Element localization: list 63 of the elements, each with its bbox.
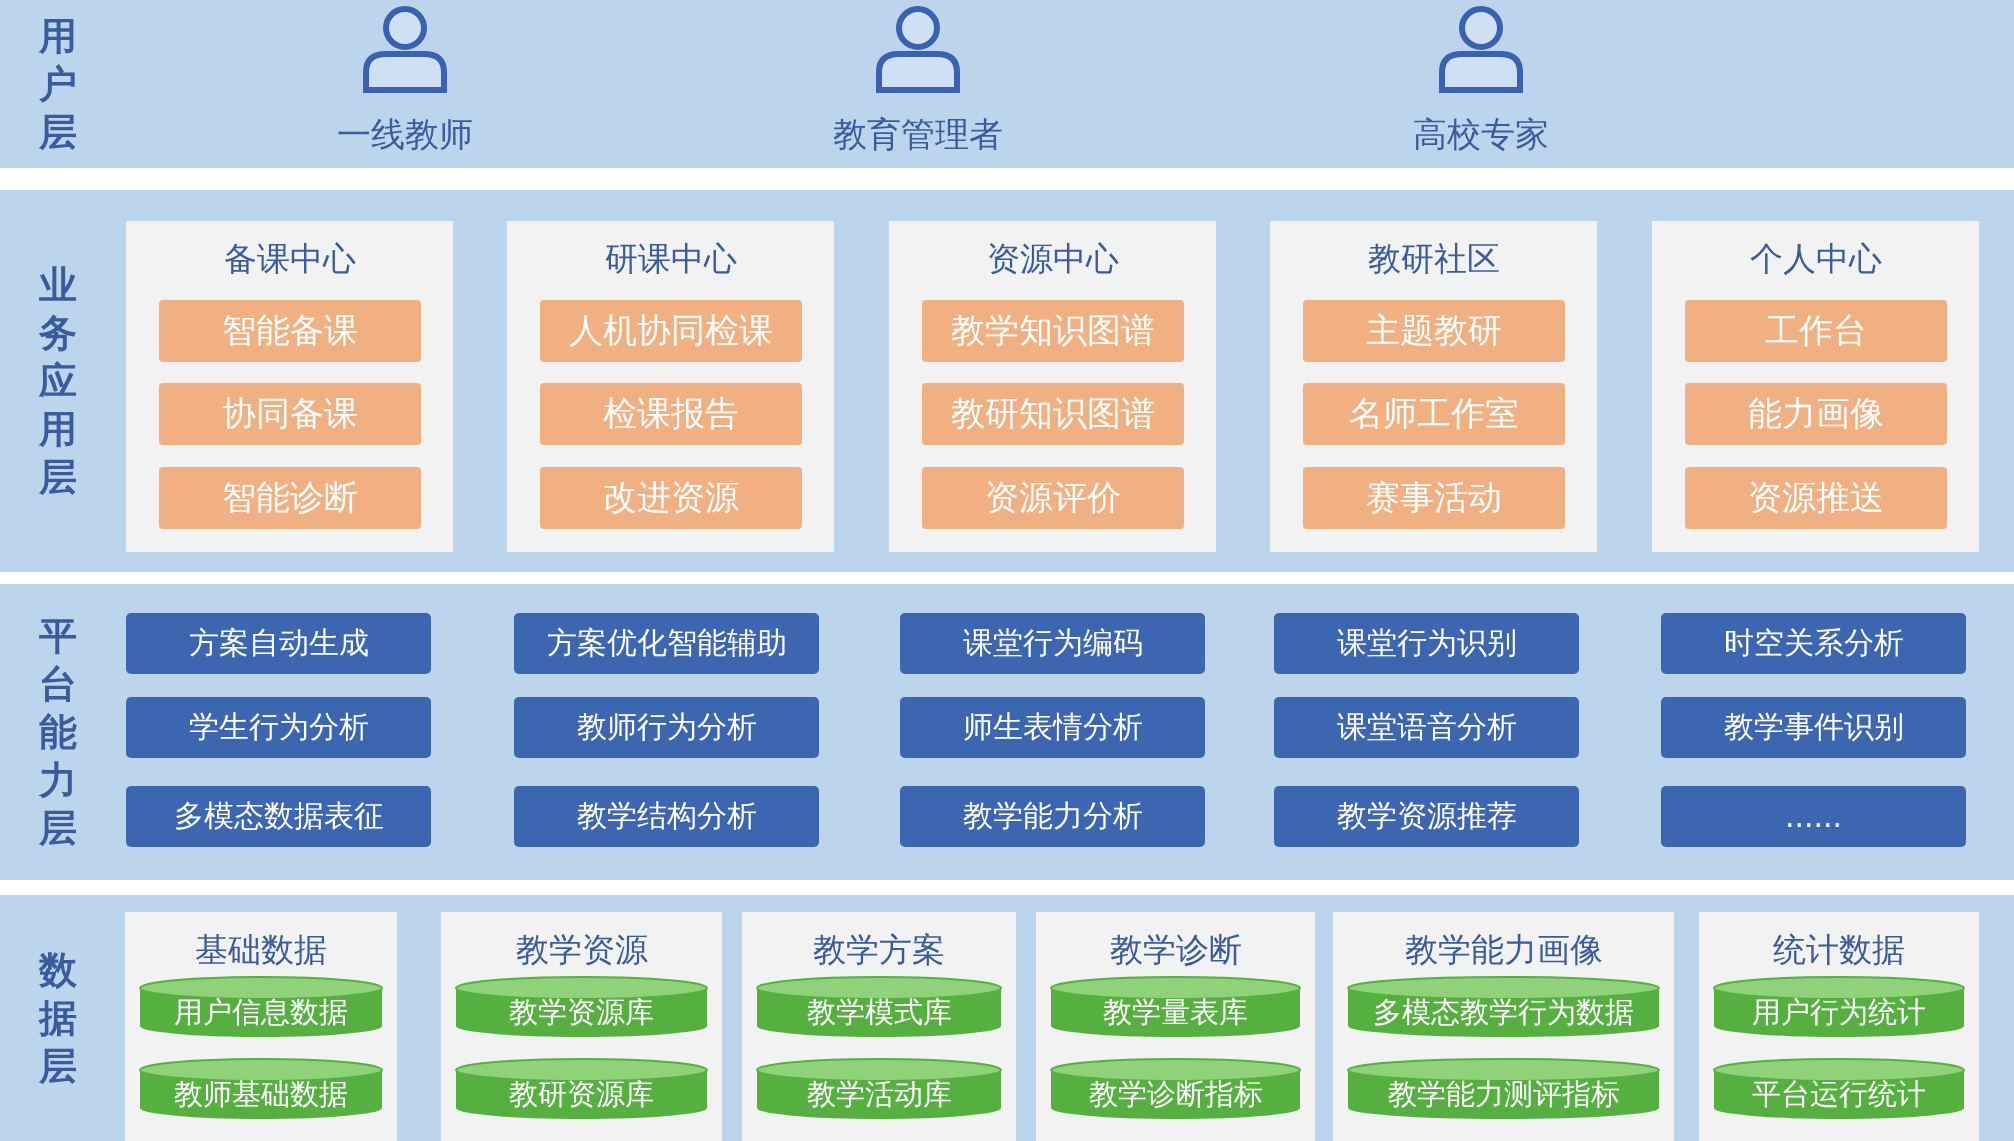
module-panel bbox=[507, 221, 834, 552]
layer-label: 业务应用层 bbox=[38, 262, 78, 501]
module-panel bbox=[889, 221, 1216, 552]
layer-band bbox=[0, 190, 2014, 572]
layer-band bbox=[0, 584, 2014, 880]
capability-box: 教学结构分析 bbox=[514, 786, 819, 847]
panel-heading: 研课中心 bbox=[603, 238, 738, 280]
function-box: 能力画像 bbox=[1685, 383, 1947, 445]
panel-heading: 基础数据 bbox=[194, 929, 328, 971]
capability-box: 教学能力分析 bbox=[900, 786, 1205, 847]
panel-heading: 教学资源 bbox=[514, 929, 649, 971]
module-panel bbox=[126, 221, 453, 552]
function-box: 人机协同检课 bbox=[540, 300, 802, 362]
panel-heading: 教学方案 bbox=[812, 929, 946, 971]
function-box: 名师工作室 bbox=[1303, 383, 1565, 445]
function-box: 协同备课 bbox=[159, 383, 421, 445]
module-panel bbox=[1652, 221, 1979, 552]
capability-box: 课堂行为编码 bbox=[900, 613, 1205, 674]
capability-box: 教学事件识别 bbox=[1661, 697, 1966, 758]
layer-label: 数据层 bbox=[38, 947, 78, 1090]
function-box: 主题教研 bbox=[1303, 300, 1565, 362]
module-panel bbox=[1333, 912, 1674, 1141]
capability-box: 课堂语音分析 bbox=[1274, 697, 1579, 758]
function-box: 资源推送 bbox=[1685, 467, 1947, 529]
layer-band bbox=[0, 0, 2014, 168]
function-box: 教学知识图谱 bbox=[922, 300, 1184, 362]
capability-box: 教学资源推荐 bbox=[1274, 786, 1579, 847]
capability-box: 时空关系分析 bbox=[1661, 613, 1966, 674]
function-box: 赛事活动 bbox=[1303, 467, 1565, 529]
module-panel bbox=[1699, 912, 1979, 1141]
panel-heading: 统计数据 bbox=[1772, 929, 1906, 971]
panel-heading: 备课中心 bbox=[222, 238, 357, 280]
layer-label: 平台能力层 bbox=[38, 613, 78, 852]
panel-heading: 教学诊断 bbox=[1108, 929, 1243, 971]
panel-heading: 教研社区 bbox=[1366, 238, 1501, 280]
function-box: 工作台 bbox=[1685, 300, 1947, 362]
module-panel bbox=[742, 912, 1016, 1141]
user-label: 一线教师 bbox=[336, 113, 474, 156]
user-label: 教育管理者 bbox=[832, 113, 1004, 156]
module-panel bbox=[125, 912, 397, 1141]
function-box: 检课报告 bbox=[540, 383, 802, 445]
capability-box: 多模态数据表征 bbox=[126, 786, 431, 847]
function-box: 智能备课 bbox=[159, 300, 421, 362]
capability-box: 教师行为分析 bbox=[514, 697, 819, 758]
panel-heading: 资源中心 bbox=[985, 238, 1120, 280]
module-panel bbox=[1270, 221, 1597, 552]
layer-label: 用户层 bbox=[38, 13, 78, 156]
capability-box: 师生表情分析 bbox=[900, 697, 1205, 758]
module-panel bbox=[441, 912, 722, 1141]
user-label: 高校专家 bbox=[1412, 113, 1550, 156]
capability-box: 方案自动生成 bbox=[126, 613, 431, 674]
capability-box: ...... bbox=[1661, 786, 1966, 847]
capability-box: 课堂行为识别 bbox=[1274, 613, 1579, 674]
layer-band bbox=[0, 895, 2014, 1141]
panel-heading: 个人中心 bbox=[1748, 238, 1883, 280]
panel-heading: 教学能力画像 bbox=[1403, 929, 1604, 971]
function-box: 教研知识图谱 bbox=[922, 383, 1184, 445]
capability-box: 学生行为分析 bbox=[126, 697, 431, 758]
function-box: 资源评价 bbox=[922, 467, 1184, 529]
capability-box: 方案优化智能辅助 bbox=[514, 613, 819, 674]
module-panel bbox=[1036, 912, 1315, 1141]
function-box: 智能诊断 bbox=[159, 467, 421, 529]
function-box: 改进资源 bbox=[540, 467, 802, 529]
